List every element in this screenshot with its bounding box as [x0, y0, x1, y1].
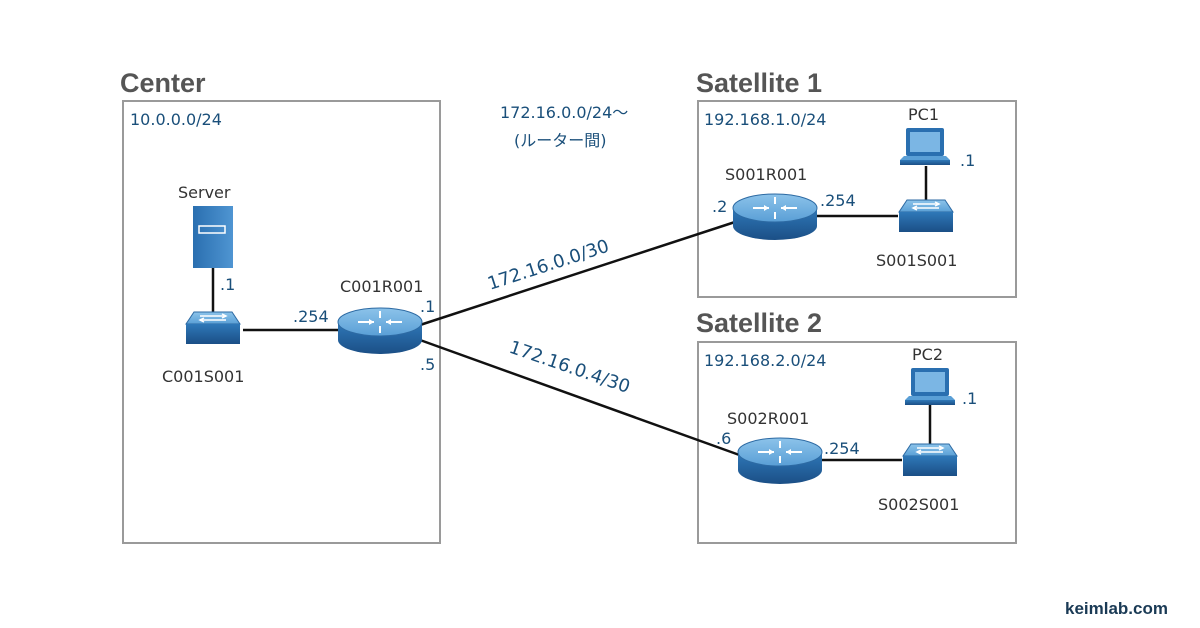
satellite1-zone — [697, 100, 1017, 298]
router-network-note-sub: (ルーター間) — [514, 131, 607, 150]
wan2-label: 172.16.0.4/30 — [506, 337, 632, 398]
wan2-link — [419, 338, 746, 459]
server-ip: .1 — [220, 275, 235, 294]
pc1-ip: .1 — [960, 151, 975, 170]
router-network-note: 172.16.0.0/24～ — [500, 103, 628, 122]
server-label: Server — [178, 183, 231, 202]
s002r001-label: S002R001 — [727, 409, 809, 428]
s002r001-wan-ip: .6 — [716, 429, 731, 448]
s001s001-label: S001S001 — [876, 251, 957, 270]
s001r001-wan-ip: .2 — [712, 197, 727, 216]
pc2-laptop-icon[interactable] — [905, 368, 955, 405]
satellite1-subnet: 192.168.1.0/24 — [704, 110, 826, 129]
pc2-ip: .1 — [962, 389, 977, 408]
c001r001-lan-ip: .254 — [293, 307, 329, 326]
satellite2-title: Satellite 2 — [696, 308, 822, 338]
center-subnet: 10.0.0.0/24 — [130, 110, 222, 129]
brand-logo: keimlab.com — [1065, 599, 1168, 618]
s001s001-switch-icon[interactable] — [898, 199, 954, 233]
server-icon[interactable] — [193, 206, 233, 268]
c001r001-label: C001R001 — [340, 277, 423, 296]
pc2-label: PC2 — [912, 345, 943, 364]
c001r001-wan1-ip: .1 — [420, 297, 435, 316]
c001r001-wan2-ip: .5 — [420, 355, 435, 374]
center-zone — [122, 100, 441, 544]
satellite2-zone — [697, 341, 1017, 544]
pc1-laptop-icon[interactable] — [900, 128, 950, 165]
c001s001-switch-icon[interactable] — [185, 311, 241, 345]
satellite2-subnet: 192.168.2.0/24 — [704, 351, 826, 370]
s001r001-label: S001R001 — [725, 165, 807, 184]
s001r001-router-icon[interactable] — [732, 193, 818, 241]
s001r001-lan-ip: .254 — [820, 191, 856, 210]
s002s001-switch-icon[interactable] — [902, 443, 958, 477]
s002r001-lan-ip: .254 — [824, 439, 860, 458]
c001r001-router-icon[interactable] — [337, 307, 423, 355]
pc1-label: PC1 — [908, 105, 939, 124]
c001s001-label: C001S001 — [162, 367, 244, 386]
satellite1-title: Satellite 1 — [696, 68, 822, 98]
s002s001-label: S002S001 — [878, 495, 959, 514]
s002r001-router-icon[interactable] — [737, 437, 823, 485]
wan1-label: 172.16.0.0/30 — [485, 236, 612, 295]
center-title: Center — [120, 68, 206, 98]
wan1-link — [419, 220, 736, 327]
